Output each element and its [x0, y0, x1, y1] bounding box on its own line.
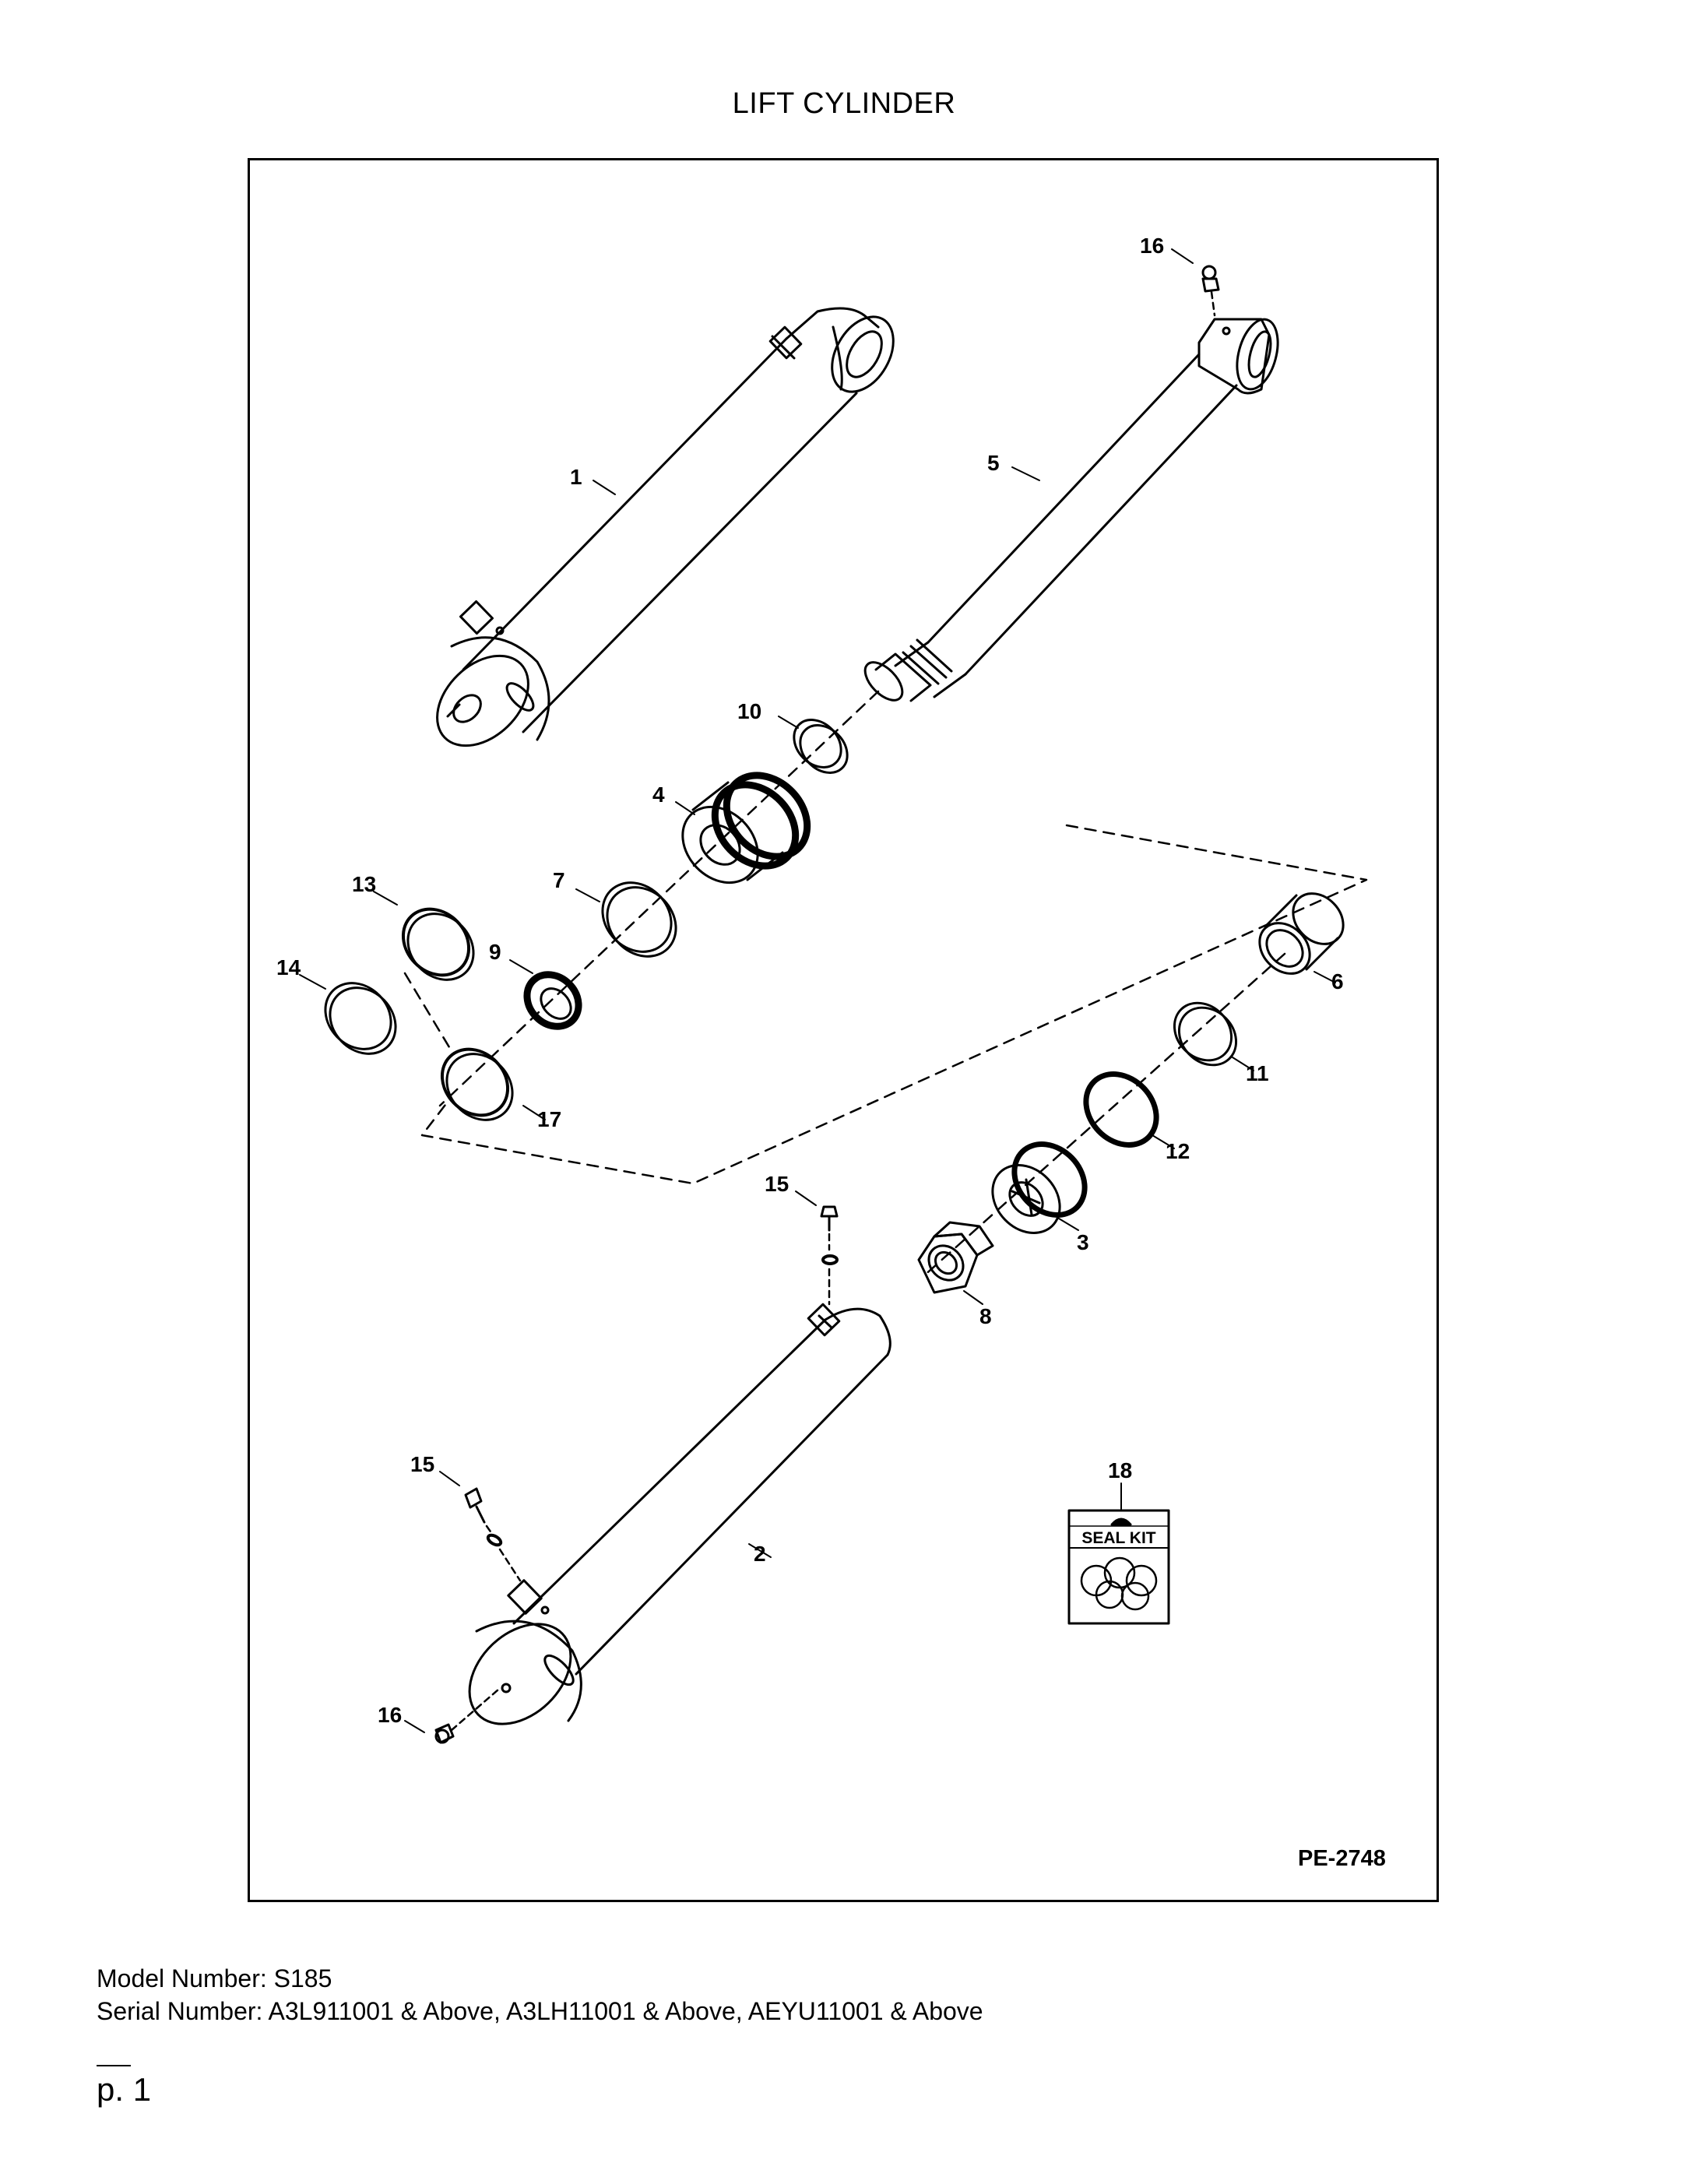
- callout-14: 14: [276, 955, 301, 979]
- callout-13: 13: [352, 872, 376, 896]
- rod-part: [863, 318, 1279, 702]
- bushing-part: [1258, 892, 1345, 975]
- orifice-plug-15-lower: [464, 1487, 522, 1582]
- callout-7: 7: [553, 868, 565, 892]
- callout-4: 4: [652, 783, 665, 807]
- o-ring-7: [601, 881, 677, 958]
- callout-labels: 1 2 3 4 5 6 7 8 9 10 11 12 13 14 15 15 1…: [276, 234, 1344, 1727]
- page-title: LIFT CYLINDER: [732, 87, 956, 120]
- serial-number: Serial Number: A3L911001 & Above, A3LH11…: [97, 1997, 983, 2025]
- ring-13: [401, 907, 475, 981]
- hex-nut-part: [917, 1221, 994, 1294]
- callout-5: 5: [987, 451, 1000, 475]
- callout-10: 10: [737, 699, 761, 723]
- seal-ring-10: [793, 719, 849, 774]
- seal-kit-part: [1067, 1509, 1170, 1625]
- page-number: p. 1: [97, 2071, 152, 2108]
- callout-15-upper: 15: [765, 1172, 789, 1196]
- callout-17: 17: [537, 1107, 561, 1131]
- callout-18: 18: [1108, 1458, 1132, 1482]
- ring-17: [440, 1047, 514, 1121]
- model-number: Model Number: S185: [97, 1964, 332, 1992]
- orifice-plug-15-upper: [820, 1205, 839, 1306]
- ring-14: [324, 982, 397, 1055]
- callout-1: 1: [570, 465, 582, 489]
- seal-kit-label: SEAL KIT: [1081, 1529, 1155, 1547]
- ring-11: [1173, 1001, 1238, 1067]
- callout-8: 8: [979, 1304, 992, 1328]
- gland-part: [991, 1141, 1088, 1234]
- grease-fitting-16-top: [1201, 265, 1220, 317]
- callout-15-lower: 15: [410, 1452, 434, 1476]
- footer: Model Number: S185 Serial Number: A3L911…: [97, 1962, 983, 2027]
- callout-11: 11: [1246, 1061, 1269, 1085]
- wiper-seal-9: [523, 971, 582, 1030]
- callout-2: 2: [754, 1542, 766, 1566]
- drawing-reference: PE-2748: [1298, 1846, 1386, 1871]
- o-ring-12: [1083, 1071, 1159, 1148]
- diagram-frame: [248, 158, 1439, 1902]
- piston-part: [681, 772, 811, 885]
- lower-barrel-part: [468, 1303, 891, 1725]
- callout-3: 3: [1077, 1230, 1089, 1254]
- callout-6: 6: [1331, 969, 1344, 994]
- callout-16-bottom: 16: [378, 1703, 402, 1727]
- callout-9: 9: [489, 940, 501, 964]
- callout-16-top: 16: [1140, 234, 1164, 258]
- callout-12: 12: [1166, 1139, 1190, 1163]
- grease-fitting-16-bottom: [434, 1688, 500, 1744]
- barrel-cylinder-part: [436, 307, 895, 747]
- page-rule: [97, 2065, 131, 2066]
